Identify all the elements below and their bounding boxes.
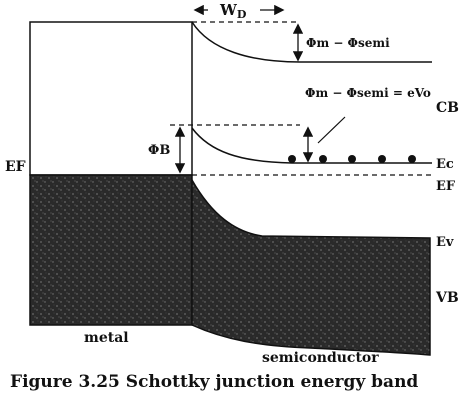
ec-label: Ec bbox=[436, 157, 454, 172]
valence-band-region bbox=[191, 177, 431, 356]
figure-caption: Figure 3.25 Schottky junction energy ban… bbox=[10, 372, 419, 392]
electron-dot bbox=[288, 155, 296, 163]
metal-label: metal bbox=[84, 330, 129, 346]
ef-left-label: EF bbox=[5, 159, 26, 175]
evo-leader-line bbox=[317, 116, 346, 144]
conduction-band-top bbox=[191, 21, 432, 63]
metal-upper-region bbox=[29, 21, 193, 176]
phi-eq-label: Φm − Φsemi = eVo bbox=[305, 86, 431, 100]
ev-label: Ev bbox=[436, 235, 454, 250]
electron-dot bbox=[348, 155, 356, 163]
metal-filled-region bbox=[29, 174, 193, 326]
ef-right-label: EF bbox=[436, 179, 456, 194]
electron-dot bbox=[408, 155, 416, 163]
wd-label: WD bbox=[219, 1, 247, 21]
vb-label: VB bbox=[435, 290, 459, 306]
cb-label: CB bbox=[436, 100, 459, 116]
conduction-band-edge bbox=[191, 127, 432, 164]
electron-dot bbox=[378, 155, 386, 163]
phi-diff-label: Φm − Φsemi bbox=[306, 36, 390, 50]
phib-label: ΦB bbox=[148, 143, 170, 158]
electron-dot bbox=[319, 155, 327, 163]
semiconductor-label: semiconductor bbox=[262, 350, 379, 366]
